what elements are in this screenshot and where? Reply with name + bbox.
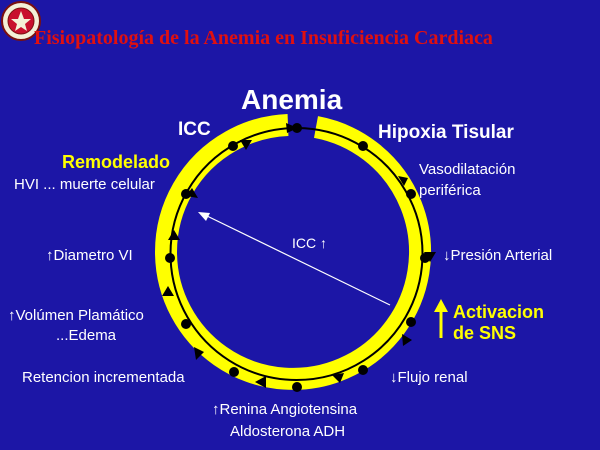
university-seal-logo	[1, 1, 41, 41]
up-arrow-icon: ↑	[320, 235, 328, 251]
node-icc	[228, 141, 238, 151]
sns-label: de SNS	[453, 323, 517, 343]
arrowhead-hipoxia	[398, 176, 408, 186]
volumen-label: ↑Volúmen Plamático	[8, 307, 144, 324]
anemia-label: Anemia	[241, 84, 343, 115]
remodelado-label: Remodelado	[62, 152, 171, 172]
node-vasodilatacion	[406, 189, 416, 199]
node-presion	[420, 253, 430, 263]
node-remodelado	[181, 189, 191, 199]
flujo-label: ↓Flujo renal	[390, 369, 468, 386]
hipoxia-label: Hipoxia Tisular	[378, 122, 514, 143]
arrowhead-volumen	[162, 286, 174, 296]
arrowhead-diametro	[168, 230, 180, 240]
vasodilatacion-label: Vasodilatación	[419, 161, 516, 178]
node-anemia	[292, 123, 302, 133]
up-arrow-icon: ↑	[212, 401, 220, 418]
node-diametro	[165, 253, 175, 263]
node-volumen	[181, 319, 191, 329]
retencion-label: Retencion incrementada	[22, 369, 185, 386]
icc-diagonal-arrow	[198, 212, 391, 306]
presion-label: ↓Presión Arterial	[443, 247, 553, 264]
page-title: Fisiopatología de la Anemia en Insuficie…	[34, 27, 493, 49]
arrowhead-retencion	[194, 347, 204, 360]
cycle-arrowheads	[162, 123, 436, 388]
up-arrow-icon: ↑	[46, 247, 54, 264]
cycle-nodes	[165, 123, 430, 392]
icc-center-label: ICC ↑	[292, 235, 328, 251]
node-renina	[292, 382, 302, 392]
edema-label: ...Edema	[56, 327, 117, 344]
aldosterona-label: Aldosterona ADH	[230, 423, 346, 440]
activacion-label: Activacion	[453, 302, 545, 322]
node-retencion	[229, 367, 239, 377]
icc-left-label: ICC	[178, 119, 211, 140]
up-arrow-icon: ↑	[8, 307, 16, 324]
node-flujo	[358, 365, 368, 375]
node-activacion	[406, 317, 416, 327]
diametro-label: ↑Diametro VI	[46, 247, 133, 264]
hvi-label: HVI ... muerte celular	[14, 176, 155, 193]
down-arrow-icon: ↓	[390, 369, 398, 386]
arrowhead-renina	[255, 376, 266, 388]
node-hipoxia	[358, 141, 368, 151]
arrowhead-activacion	[402, 334, 412, 346]
renina-label: ↑Renina Angiotensina	[212, 401, 358, 418]
arrowhead-icc	[240, 140, 252, 150]
arrowhead-flujo	[332, 373, 344, 383]
sns-up-arrow-icon	[434, 299, 448, 338]
cycle-path	[169, 127, 424, 381]
down-arrow-icon: ↓	[443, 247, 451, 264]
periferica-label: periférica	[419, 182, 481, 199]
